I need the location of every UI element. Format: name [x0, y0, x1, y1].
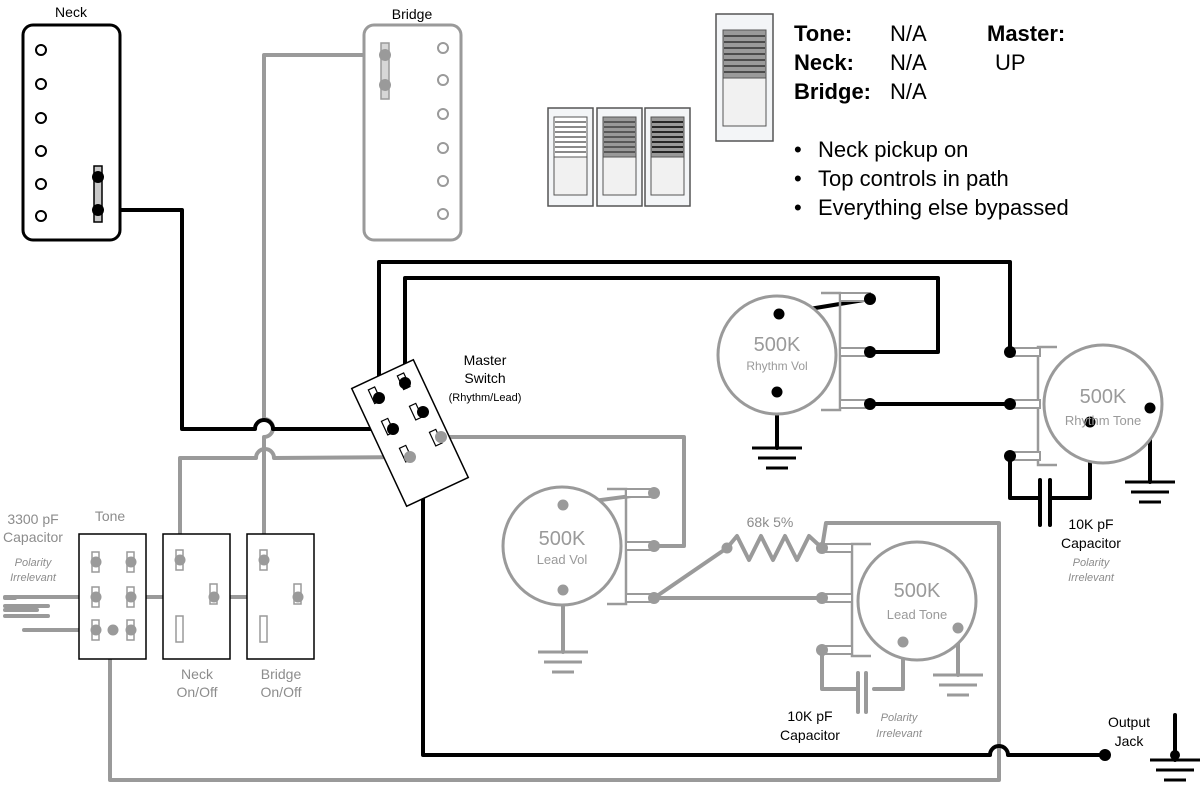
- rhythm-tone-label: Rhythm Tone: [1065, 413, 1141, 428]
- bridge-switch-icon: [644, 107, 691, 207]
- bridge-onoff-label-2: On/Off: [261, 684, 302, 700]
- neck-onoff-label-2: On/Off: [177, 684, 218, 700]
- rhythm-cap-polarity-1: Polarity: [1073, 557, 1111, 569]
- tone-switch-label: Tone: [95, 508, 126, 524]
- rhythm-cap-polarity-2: Irrelevant: [1068, 572, 1115, 584]
- bridge-onoff-switch: [246, 533, 315, 660]
- master-switch-label-2: Switch: [464, 370, 505, 386]
- tone-switch: [78, 533, 147, 660]
- rhythm-cap-label-1: 10K pF: [1068, 516, 1113, 532]
- neck-pickup: [21, 23, 122, 242]
- neck-onoff-switch: [162, 533, 231, 660]
- tone-status-value: N/A: [890, 21, 927, 46]
- bridge-status: Bridge: N/A: [794, 77, 927, 106]
- tone-status: Tone: N/A: [794, 19, 927, 48]
- neck-pickup-label: Neck: [55, 4, 88, 20]
- bridge-onoff-label-1: Bridge: [261, 666, 302, 682]
- lead-tone-pot: [721, 540, 978, 662]
- rhythm-tone-pot: [1004, 343, 1164, 467]
- bridge-pickup: [362, 23, 463, 242]
- master-switch-label-1: Master: [464, 352, 507, 368]
- output-jack-label-2: Jack: [1115, 733, 1145, 749]
- lead-cap-polarity-1: Polarity: [881, 712, 919, 724]
- lead-cap-polarity-2: Irrelevant: [876, 728, 923, 740]
- active-wires: [66, 175, 1177, 762]
- master-status-key: Master:: [987, 21, 1066, 46]
- neck-onoff-label-1: Neck: [181, 666, 214, 682]
- lead-cap-label-2: Capacitor: [780, 727, 840, 743]
- bridge-status-value: N/A: [890, 79, 927, 104]
- state-note: Everything else bypassed: [794, 193, 1069, 222]
- bridge-status-key: Bridge:: [794, 79, 871, 104]
- lead-vol-label: Lead Vol: [537, 552, 588, 567]
- neck-status-key: Neck:: [794, 50, 854, 75]
- master-switch-icon: [715, 13, 774, 142]
- switch-state-icons: [547, 13, 774, 207]
- resistor-label: 68k 5%: [747, 514, 794, 530]
- lead-cap-label-1: 10K pF: [787, 708, 832, 724]
- cap-3300-label-2: Capacitor: [3, 529, 63, 545]
- neck-switch-icon: [596, 107, 643, 207]
- rhythm-vol-value: 500K: [754, 334, 801, 356]
- cap-3300-label-1: 3300 pF: [7, 511, 58, 527]
- lead-tone-label: Lead Tone: [887, 607, 948, 622]
- bridge-pickup-label: Bridge: [392, 6, 433, 22]
- cap-3300-polarity-2: Irrelevant: [10, 572, 57, 584]
- neck-status-value: N/A: [890, 50, 927, 75]
- rhythm-cap-label-2: Capacitor: [1061, 535, 1121, 551]
- neck-status: Neck: N/A: [794, 48, 927, 77]
- master-switch-lugs: [367, 372, 447, 463]
- state-notes-list: Neck pickup on Top controls in path Ever…: [794, 135, 1069, 222]
- master-status: Master: UP: [987, 19, 1065, 77]
- rhythm-vol-pot: [716, 291, 876, 416]
- output-jack-tip: [1099, 749, 1111, 761]
- rhythm-tone-value: 500K: [1080, 386, 1127, 408]
- output-jack-sleeve: [1170, 750, 1180, 760]
- master-switch-label-3: (Rhythm/Lead): [449, 392, 522, 404]
- output-jack-label-1: Output: [1108, 714, 1150, 730]
- tone-switch-icon: [547, 107, 594, 207]
- tone-status-key: Tone:: [794, 21, 853, 46]
- state-note: Neck pickup on: [794, 135, 1069, 164]
- lead-tone-value: 500K: [894, 580, 941, 602]
- master-status-value: UP: [995, 50, 1026, 75]
- cap-3300-polarity-1: Polarity: [15, 557, 53, 569]
- lead-vol-value: 500K: [539, 528, 586, 550]
- rhythm-vol-label: Rhythm Vol: [746, 359, 807, 373]
- lead-vol-pot: [501, 485, 660, 607]
- state-note: Top controls in path: [794, 164, 1069, 193]
